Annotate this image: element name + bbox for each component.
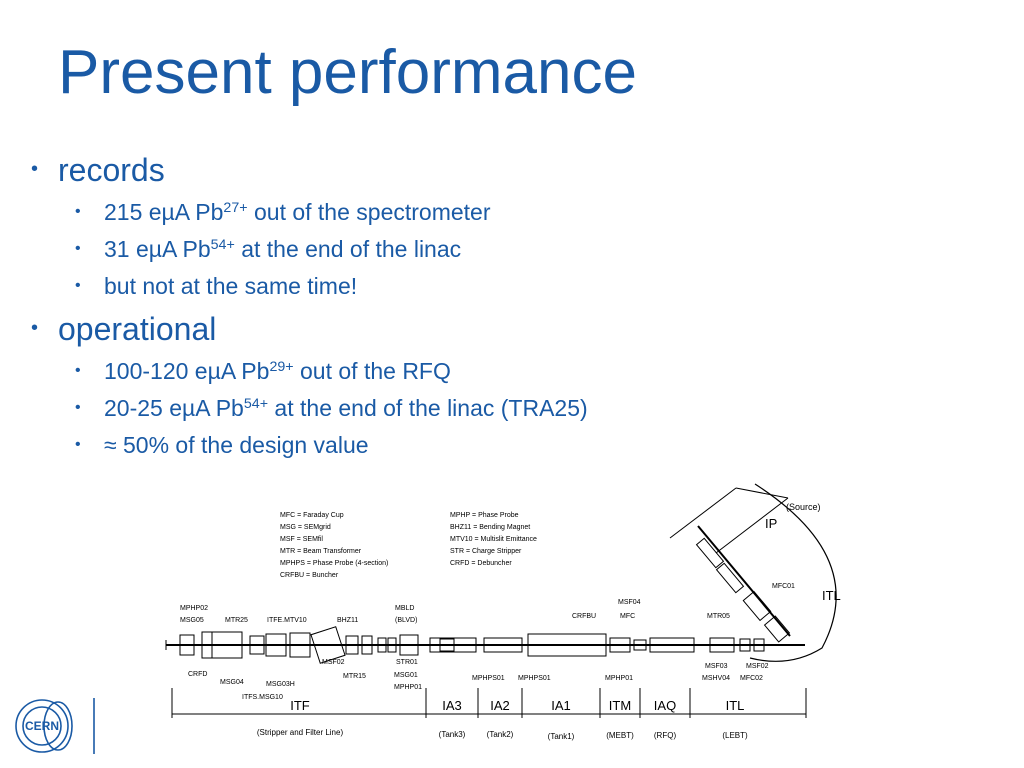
- label-msg05: MSG05: [180, 617, 204, 624]
- label-mtr15: MTR15: [343, 673, 366, 680]
- bullet-dot: •: [31, 317, 39, 339]
- label-crfbu: CRFBU: [572, 613, 596, 620]
- bullet-operational: • operational: [31, 311, 217, 348]
- label-mphp01-b: MPHP01: [605, 675, 633, 682]
- legend-right-1: MPHP = Phase Probe: [450, 512, 519, 519]
- bullet-dot: •: [75, 436, 81, 453]
- bullet-text: records: [58, 152, 165, 188]
- sublabel-itf: (Stripper and Filter Line): [257, 728, 344, 737]
- label-mfc: MFC: [620, 613, 635, 620]
- section-iaq: IAQ: [654, 698, 676, 713]
- label-mfc01: MFC01: [772, 583, 795, 590]
- legend-right-4: STR = Charge Stripper: [450, 548, 522, 555]
- legend-right-2: BHZ11 = Bending Magnet: [450, 524, 530, 531]
- label-msg04: MSG04: [220, 679, 244, 686]
- subbullet-operational-1: • 100-120 eµA Pb29+ out of the RFQ: [75, 358, 451, 384]
- label-blvd: (BLVD): [395, 617, 417, 624]
- label-mphp02: MPHP02: [180, 605, 208, 612]
- label-itfs-msg10: ITFS.MSG10: [242, 694, 283, 701]
- subbullet-operational-2: • 20-25 eµA Pb54+ at the end of the lina…: [75, 395, 588, 421]
- label-str01: STR01: [396, 659, 418, 666]
- legend-right-3: MTV10 = Multislit Emittance: [450, 536, 537, 543]
- label-mbld: MBLD: [395, 605, 414, 612]
- label-mphps01-a: MPHPS01: [472, 675, 505, 682]
- bullet-dot: •: [75, 277, 81, 294]
- section-ia2: IA2: [490, 698, 510, 713]
- section-ia1: IA1: [551, 698, 571, 713]
- bullet-dot: •: [31, 158, 39, 180]
- subbullet-operational-3: • ≈ 50% of the design value: [75, 432, 369, 458]
- cern-logo: CERN: [15, 698, 95, 754]
- label-ip: IP: [765, 516, 777, 531]
- bullet-records: • records: [31, 152, 165, 189]
- sublabel-tank2: (Tank2): [487, 730, 514, 739]
- legend-left-2: MSG = SEMgrid: [280, 524, 331, 531]
- label-msg01: MSG01: [394, 672, 418, 679]
- sublabel-tank3: (Tank3): [439, 730, 466, 739]
- legend-left-4: MTR = Beam Transformer: [280, 548, 362, 555]
- label-msf02-right: MSF02: [746, 663, 769, 670]
- bullet-dot: •: [75, 362, 81, 379]
- label-crfd: CRFD: [188, 671, 207, 678]
- section-ia3: IA3: [442, 698, 462, 713]
- section-itl: ITL: [726, 698, 745, 713]
- section-itf: ITF: [290, 698, 310, 713]
- legend-left-6: CRFBU = Buncher: [280, 572, 339, 579]
- linac-layout-diagram: MFC = Faraday Cup MSG = SEMgrid MSF = SE…: [165, 483, 841, 741]
- legend-left-5: MPHPS = Phase Probe (4-section): [280, 560, 388, 567]
- subbullet-record-3: • but not at the same time!: [75, 273, 358, 299]
- cern-logo-text: CERN: [25, 719, 59, 733]
- label-source: (Source): [786, 502, 821, 512]
- label-itfe-mtv10: ITFE.MTV10: [267, 617, 307, 624]
- label-mshv04: MSHV04: [702, 675, 730, 682]
- sublabel-rfq: (RFQ): [654, 731, 677, 740]
- bullet-dot: •: [75, 203, 81, 220]
- label-mtr05: MTR05: [707, 613, 730, 620]
- sublabel-lebt: (LEBT): [722, 731, 748, 740]
- label-msf04: MSF04: [618, 599, 641, 606]
- label-mphp01: MPHP01: [394, 684, 422, 691]
- section-itm: ITM: [609, 698, 631, 713]
- subbullet-record-1: • 215 eµA Pb27+ out of the spectrometer: [75, 199, 491, 225]
- sublabel-tank1: (Tank1): [548, 732, 575, 741]
- label-mtr25: MTR25: [225, 617, 248, 624]
- subbullet-record-2: • 31 eµA Pb54+ at the end of the linac: [75, 236, 462, 262]
- label-mphps01-b: MPHPS01: [518, 675, 551, 682]
- legend-right-5: CRFD = Debuncher: [450, 560, 512, 567]
- slide-title: Present performance: [58, 38, 637, 107]
- label-msf03: MSF03: [705, 663, 728, 670]
- bullet-dot: •: [75, 399, 81, 416]
- bullet-dot: •: [75, 240, 81, 257]
- bullet-text: operational: [58, 311, 217, 347]
- label-itl-arc: ITL: [822, 588, 841, 603]
- sublabel-mebt: (MEBT): [606, 731, 634, 740]
- label-msg03h: MSG03H: [266, 681, 295, 688]
- legend-left-3: MSF = SEMfil: [280, 536, 323, 543]
- label-bhz11: BHZ11: [337, 617, 358, 624]
- legend-left-1: MFC = Faraday Cup: [280, 512, 344, 519]
- label-mfc02: MFC02: [740, 675, 763, 682]
- label-msf02-left: MSF02: [322, 659, 345, 666]
